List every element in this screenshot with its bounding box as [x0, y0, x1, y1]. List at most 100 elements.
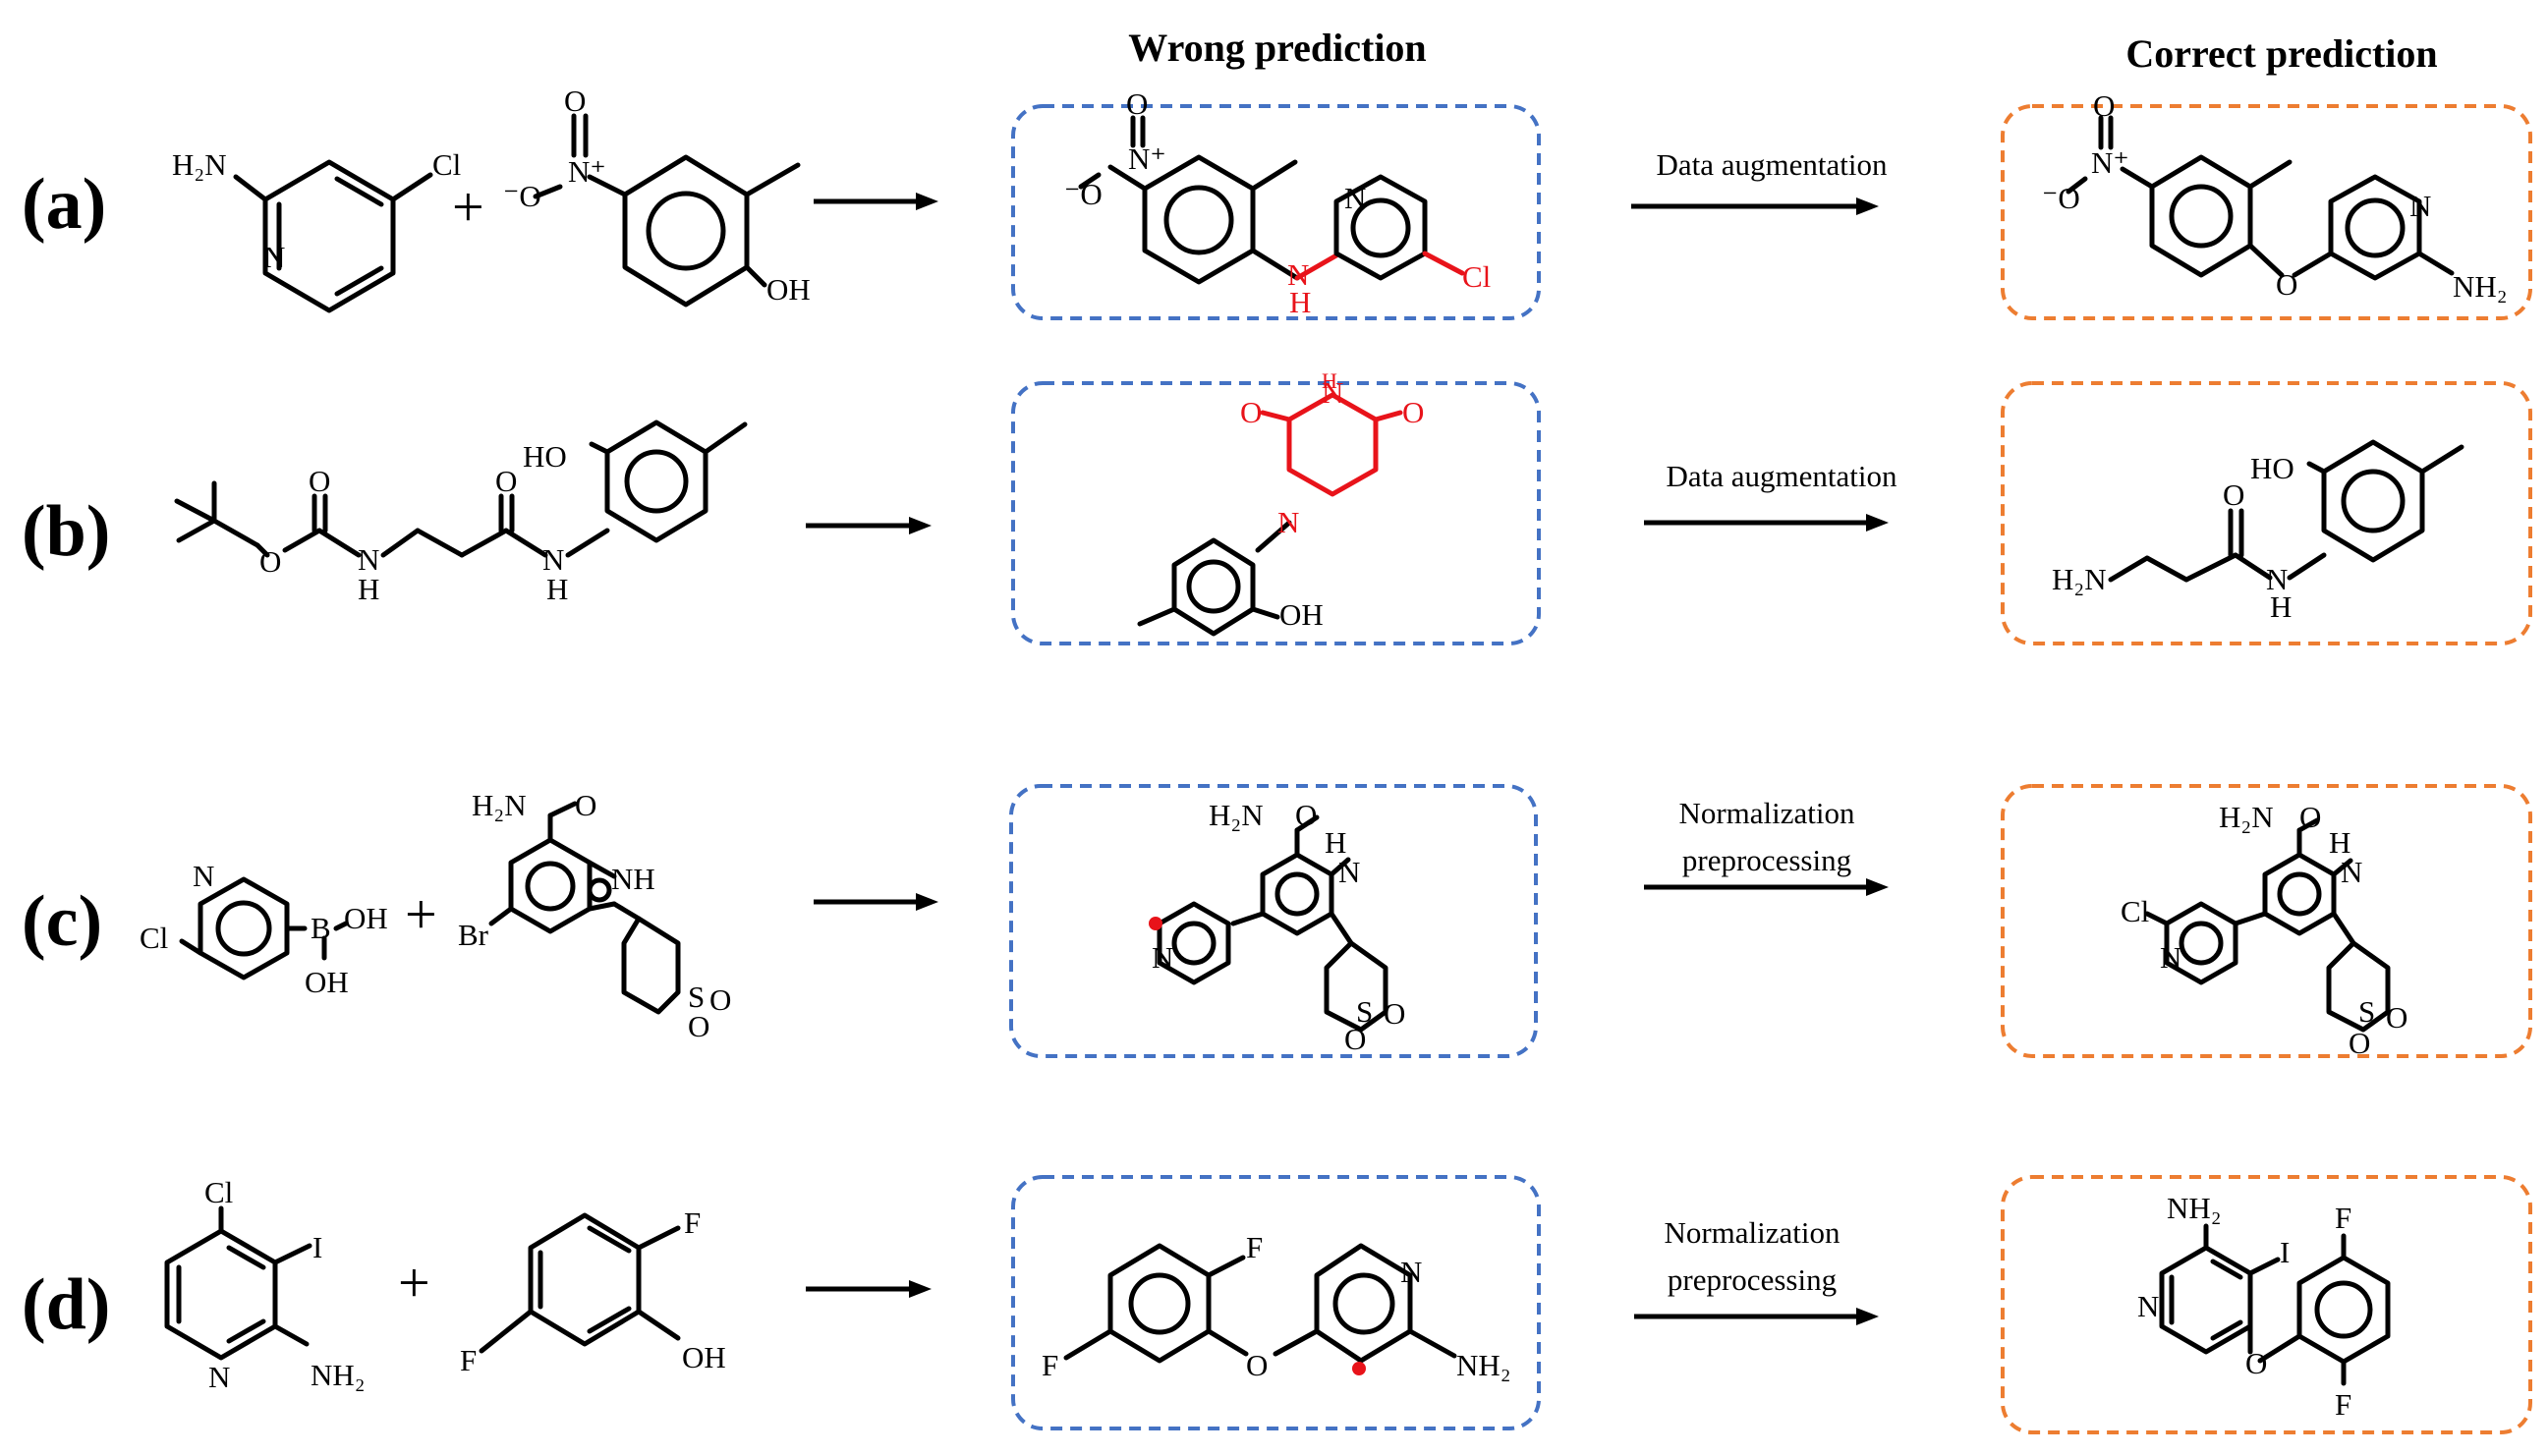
atom-label: S [1356, 994, 1373, 1029]
atom-label: F [2335, 1387, 2351, 1422]
atom-label: N [1338, 855, 1360, 889]
row-label-c: (c) [22, 881, 102, 962]
reactant-a1-molecule: H₂N N Cl [172, 147, 461, 313]
wrong-prediction-b-molecule: O N H O N OH [1137, 368, 1424, 637]
reactant-b1-molecule: O O N H O N H HO [174, 420, 748, 606]
atom-label: F [684, 1205, 701, 1240]
correct-prediction-b-molecule: H₂N O N H HO [2052, 439, 2464, 624]
row-b: O O N H O N H HO O N H O N OH D [174, 368, 2532, 645]
atom-label: B [311, 911, 331, 945]
correct-prediction-a-molecule: O N⁺ ⁻O O N NH₂ [2042, 88, 2508, 304]
atom-label: O [564, 84, 586, 118]
wrong-prediction-box-a [1011, 104, 1541, 320]
correct-prediction-d-molecule: NH₂ I N O F F [2137, 1191, 2391, 1422]
atom-label: N [1322, 375, 1343, 410]
atom-label: OH [682, 1340, 726, 1374]
atom-label: OH [1279, 597, 1324, 632]
reactant-d2-molecule: F F OH [460, 1205, 726, 1377]
atom-label: N [2160, 940, 2181, 975]
atom-label: H₂N [2052, 562, 2107, 596]
atom-label: F [2335, 1201, 2351, 1235]
row-label-d: (d) [22, 1264, 110, 1345]
atom-label: O [2349, 1026, 2370, 1060]
wrong-prediction-d-molecule: F F O N NH₂ [1042, 1230, 1511, 1382]
atom-label: NH₂ [311, 1358, 366, 1392]
atom-label: O [575, 788, 596, 822]
atom-label: ⁻O [1064, 177, 1103, 211]
correct-prediction-header: Correct prediction [2125, 31, 2437, 76]
atom-label: O [259, 544, 281, 579]
wrong-prediction-box-c [1009, 784, 1538, 1058]
arrow-label-b: Data augmentation [1667, 459, 1897, 493]
correct-prediction-box-d [2001, 1175, 2532, 1434]
correct-prediction-box-a [2001, 104, 2532, 320]
plus-sign: + [452, 175, 484, 239]
reactant-c2-molecule: H₂N O NH Br S O O [458, 788, 731, 1043]
atom-label: O [2386, 1000, 2407, 1035]
atom-label: I [2280, 1235, 2290, 1269]
atom-label: F [1042, 1348, 1058, 1382]
atom-label: OH [766, 272, 811, 307]
atom-label: S [2358, 994, 2375, 1029]
atom-label: I [312, 1230, 322, 1264]
arrow-label-d-line2: preprocessing [1668, 1262, 1837, 1297]
atom-label: Cl [2121, 894, 2149, 928]
row-label-a: (a) [22, 164, 106, 245]
wrong-prediction-c-molecule: H₂N O H N N S O O [1149, 798, 1405, 1056]
atom-label: OH [305, 965, 349, 999]
atom-label: O [688, 1009, 709, 1043]
atom-label: F [1246, 1230, 1263, 1264]
correct-prediction-box-b [2001, 381, 2532, 645]
atom-label: O [1344, 1022, 1366, 1056]
atom-label: O [309, 464, 330, 498]
atom-label: NH₂ [2453, 269, 2508, 304]
plus-sign: + [398, 1251, 430, 1315]
atom-label: N [2341, 855, 2362, 889]
atom-label: ⁻O [2042, 181, 2080, 215]
atom-label: H [1325, 825, 1346, 860]
atom-label: N [263, 240, 285, 274]
reactant-d1-molecule: Cl I N NH₂ [164, 1175, 366, 1394]
atom-label: Br [458, 918, 489, 952]
atom-label: NH [611, 862, 655, 896]
atom-label: N [1287, 257, 1309, 292]
atom-label: O [2223, 477, 2244, 512]
atom-label: OH [344, 901, 388, 935]
row-a: H₂N N Cl + O N⁺ ⁻O OH [172, 84, 2532, 320]
atom-label: O [1246, 1348, 1268, 1382]
atom-label: O [2276, 267, 2297, 302]
atom-label: N [2409, 189, 2431, 223]
atom-label: N⁺ [568, 154, 606, 189]
atom-label: NH₂ [2167, 1191, 2222, 1225]
reactant-c1-molecule: N Cl B OH OH [140, 859, 388, 999]
wrong-prediction-box-d [1011, 1175, 1541, 1430]
atom-label: N [358, 542, 379, 577]
atom-label: H₂N [172, 147, 227, 182]
atom-label: O [1240, 395, 1262, 429]
wrong-prediction-box-b [1011, 381, 1541, 645]
atom-label: N [208, 1360, 230, 1394]
reactant-a2-molecule: O N⁺ ⁻O OH [503, 84, 811, 308]
atom-label: H [358, 572, 379, 606]
arrow-label-a: Data augmentation [1657, 147, 1888, 182]
atom-label: H [2270, 589, 2292, 624]
wrong-prediction-header: Wrong prediction [1128, 26, 1426, 70]
row-c: N Cl B OH OH + H₂N O NH Br S O O [140, 784, 2532, 1060]
atom-label: N [1277, 505, 1299, 539]
wrong-prediction-a-molecule: O N⁺ ⁻O N H N Cl [1064, 86, 1491, 319]
atom-label: H [546, 572, 568, 606]
atom-label: HO [2250, 451, 2294, 485]
atom-label: N [1152, 940, 1173, 975]
atom-label: O [2093, 88, 2115, 123]
atom-label: O [1384, 996, 1405, 1031]
atom-label: N [542, 542, 564, 577]
atom-label: Cl [140, 921, 168, 955]
atom-label: S [688, 980, 705, 1014]
atom-label: F [460, 1343, 477, 1377]
row-label-b: (b) [22, 491, 110, 572]
atom-label: H [1322, 368, 1337, 393]
atom-label: H₂N [2219, 800, 2274, 834]
row-d: Cl I N NH₂ + F F OH [164, 1175, 2532, 1434]
atom-label: O [2299, 800, 2321, 834]
